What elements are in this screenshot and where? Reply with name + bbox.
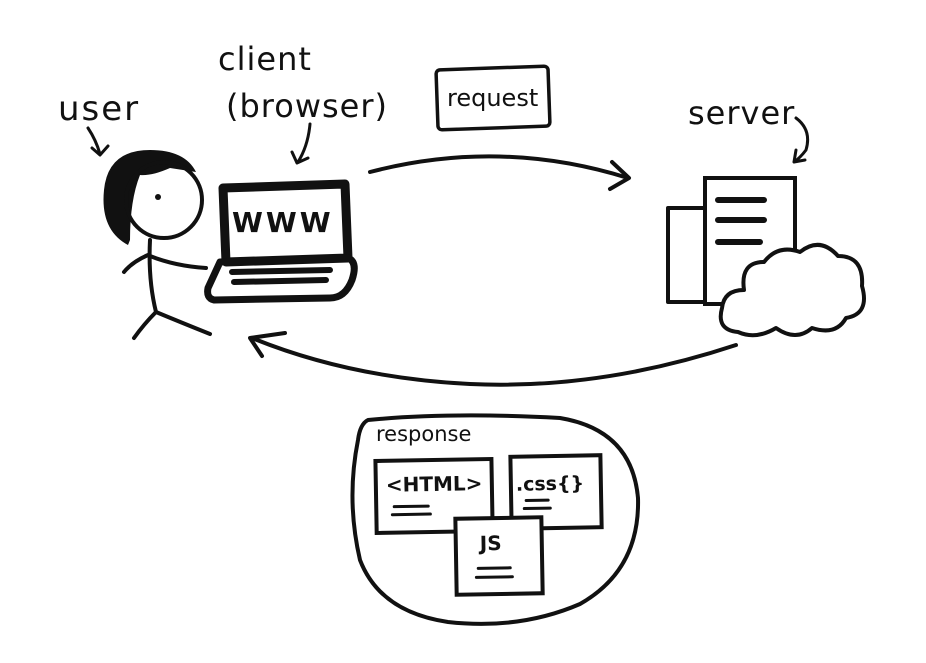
response-arrowhead	[248, 331, 287, 358]
request-box	[434, 64, 552, 132]
laptop-keyboard	[229, 267, 333, 285]
user-arm-back	[122, 253, 150, 274]
client-pointer-arrow	[290, 122, 312, 165]
css-file-card	[508, 453, 604, 531]
laptop: WWW	[204, 179, 358, 304]
html-file-lines	[390, 504, 432, 517]
request-arrowhead	[608, 160, 631, 191]
server-icon	[666, 176, 866, 338]
user-body	[147, 238, 158, 314]
client-label: client	[218, 40, 312, 78]
cloud-icon	[718, 243, 866, 338]
server-slots	[715, 197, 767, 245]
laptop-base	[204, 254, 358, 304]
browser-label: (browser)	[226, 87, 388, 125]
html-file-label: <HTML>	[386, 471, 483, 497]
user-leg-back	[132, 310, 158, 340]
js-file-label: JS	[478, 531, 502, 555]
css-file-label: .css{}	[516, 473, 585, 496]
response-bubble	[350, 413, 641, 626]
css-file: .css{}	[508, 453, 604, 531]
user-head	[124, 160, 204, 240]
user-arm-front	[148, 254, 208, 270]
user-pointer-arrow	[86, 126, 110, 157]
user-eye	[155, 194, 161, 200]
request-label: request	[447, 84, 538, 112]
response-label: response	[376, 422, 471, 446]
user-figure	[103, 150, 212, 340]
user-label: user	[58, 89, 140, 129]
server-pointer-arrow	[792, 116, 810, 164]
js-file: JS	[453, 515, 545, 597]
js-file-lines	[474, 566, 514, 579]
js-file-card	[453, 515, 545, 597]
user-hair	[103, 150, 196, 245]
html-file: <HTML>	[373, 456, 495, 536]
request-arrow	[368, 154, 630, 180]
css-file-lines	[522, 498, 552, 511]
server-label: server	[688, 94, 795, 132]
response-arrow	[250, 336, 738, 387]
laptop-screen-text: WWW	[232, 206, 334, 239]
user-leg-front	[154, 310, 212, 336]
